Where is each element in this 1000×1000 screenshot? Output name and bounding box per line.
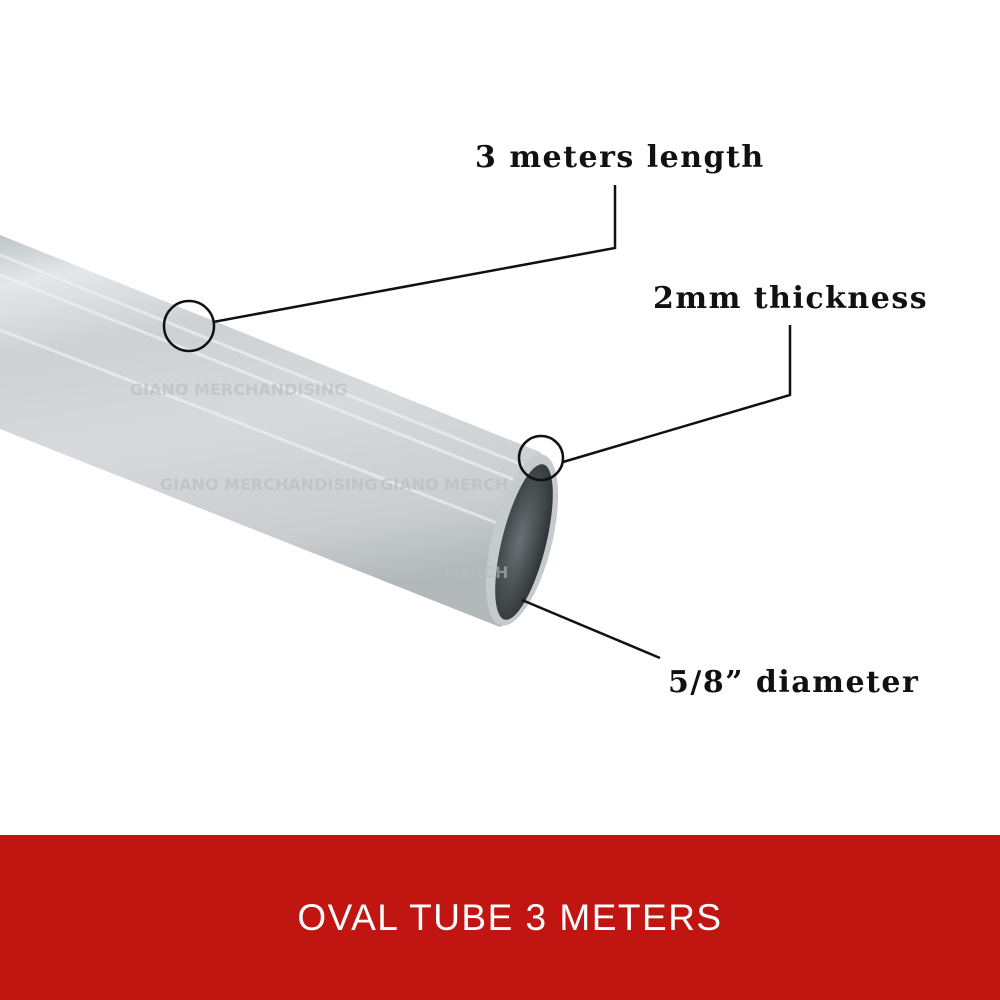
- length-marker-circle: [162, 299, 216, 353]
- thickness-label: 2mm thickness: [653, 281, 929, 316]
- oval-tube: [0, 235, 559, 627]
- svg-text:GIANO MERCHANDISING: GIANO MERCHANDISING: [130, 380, 347, 399]
- title-banner: OVAL TUBE 3 METERS: [0, 835, 1000, 1000]
- tube-opening: [495, 464, 553, 620]
- thickness-marker-circle: [517, 434, 565, 482]
- svg-text:GIANO MERCH: GIANO MERCH: [380, 563, 508, 582]
- diameter-leader: [521, 598, 661, 660]
- length-leader: [212, 185, 617, 324]
- svg-text:GIANO MERCH: GIANO MERCH: [380, 475, 508, 494]
- diameter-label: 5/8” diameter: [668, 665, 920, 700]
- banner-title: OVAL TUBE 3 METERS: [297, 896, 723, 938]
- length-label: 3 meters length: [475, 140, 765, 175]
- svg-text:GIANO MERCHANDISING: GIANO MERCHANDISING: [160, 475, 377, 494]
- product-illustration: GIANO MERCHANDISING GIANO MERCHANDISING …: [0, 185, 792, 660]
- watermark: GIANO MERCHANDISING GIANO MERCHANDISING …: [130, 380, 508, 582]
- thickness-leader: [562, 325, 792, 464]
- callout-lines: [162, 185, 792, 660]
